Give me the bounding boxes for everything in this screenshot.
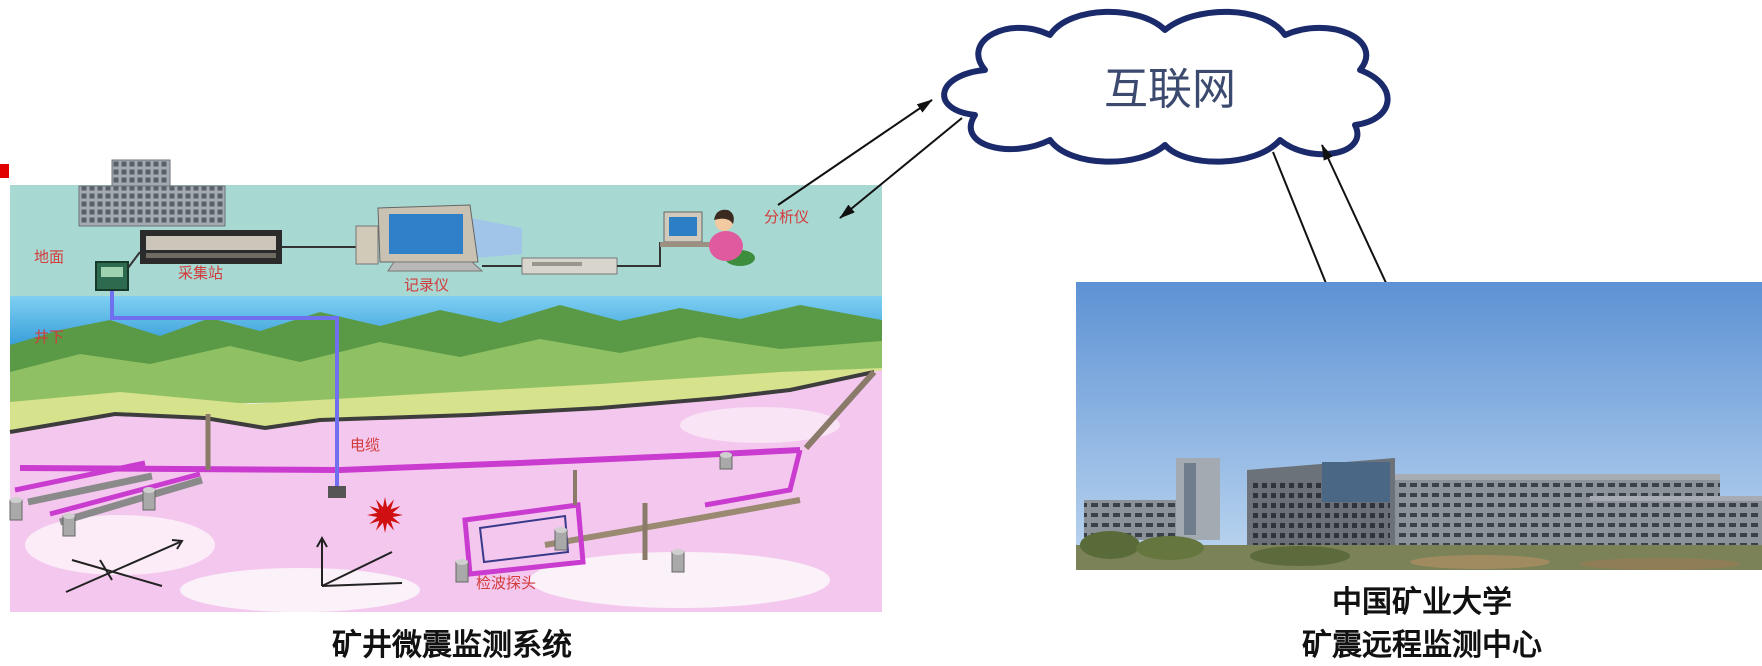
main-tunnel	[19, 447, 801, 474]
red-edge-mark	[0, 164, 9, 178]
surface-device-icon	[95, 261, 129, 291]
underground-label: 井下	[34, 328, 64, 346]
tunnel-loop-inner	[478, 514, 570, 564]
underground-strata	[10, 370, 882, 612]
recorder-computer-icon	[355, 204, 522, 272]
tree	[1136, 536, 1204, 560]
internet-cloud: 互联网	[941, 8, 1391, 165]
center-caption-line2: 矿震远程监测中心	[1302, 628, 1542, 663]
shrub	[1410, 555, 1550, 569]
strata-patch	[530, 552, 830, 608]
roadway-grey	[544, 497, 801, 548]
mine-monitoring-illustration: 地面 采集站 记录仪 分析仪 井下 电缆 检波探头	[9, 159, 882, 612]
cloud-icon	[941, 8, 1391, 165]
geophone-pillar	[9, 497, 23, 521]
tower-building	[1176, 458, 1220, 540]
geophone-pillar	[142, 487, 156, 511]
ground-surface-line	[9, 370, 875, 434]
geophone-pillar	[62, 513, 76, 537]
arrow-internet-to-mine	[839, 117, 963, 219]
strata-patch	[680, 407, 840, 443]
tunnel-branch	[14, 460, 146, 493]
office-building-icon	[78, 159, 226, 227]
surface-label: 地面	[34, 248, 64, 266]
recorder-label: 记录仪	[404, 276, 449, 294]
tunnel-branch	[704, 449, 803, 508]
roadway-grey	[59, 476, 203, 526]
mine-system-caption: 矿井微震监测系统	[332, 628, 572, 663]
geophone-label: 检波探头	[476, 574, 536, 592]
arrow-mine-to-internet	[777, 99, 933, 206]
geophone-pillar	[719, 452, 733, 470]
strata-patch	[180, 568, 420, 612]
cable-junction-box	[328, 486, 346, 498]
shrub	[1580, 558, 1740, 570]
monitoring-center-photo	[1076, 282, 1762, 570]
seismic-event-star-icon	[367, 497, 403, 533]
analyst-workstation-icon	[660, 209, 755, 266]
geophone-pillar	[554, 527, 568, 551]
acquisition-station-label: 采集站	[178, 264, 223, 282]
analyzer-label: 分析仪	[764, 208, 809, 226]
tree	[1250, 546, 1350, 566]
tunnel-loop	[462, 502, 586, 577]
acquisition-station-icon	[140, 230, 282, 264]
coordinate-axes-sketch	[316, 535, 403, 587]
cable-line	[110, 290, 339, 494]
plain-band	[10, 368, 882, 432]
main-building	[1247, 458, 1762, 562]
device-link	[127, 251, 141, 269]
roadway-grey	[27, 472, 153, 506]
center-caption-line1: 中国矿业大学	[1332, 585, 1512, 620]
inclined-shaft	[803, 369, 877, 451]
analyzer-link	[617, 242, 661, 267]
geophone-pillar	[455, 559, 469, 583]
geophone-pillar	[671, 549, 685, 573]
tunnel-branch	[49, 471, 201, 517]
tree	[1080, 531, 1140, 559]
cable-label: 电缆	[350, 436, 380, 454]
printer-icon	[521, 257, 618, 275]
orientation-axes-sketch	[65, 539, 184, 593]
internet-label: 互联网	[1104, 64, 1236, 115]
strata-patch	[25, 515, 215, 575]
